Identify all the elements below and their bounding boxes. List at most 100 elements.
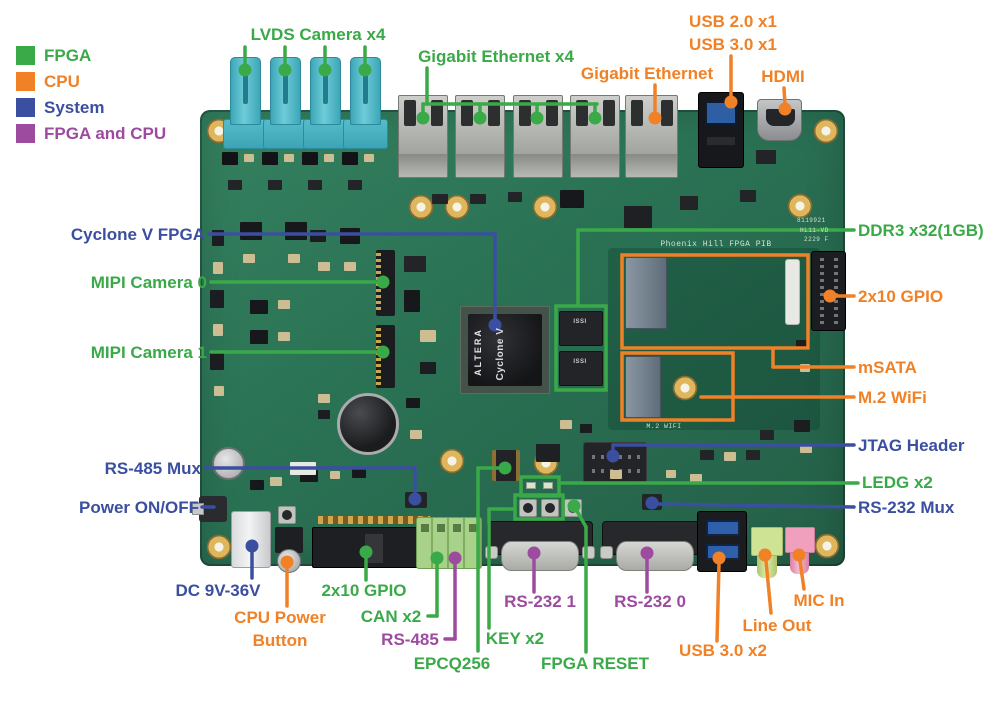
mipi-pins	[376, 253, 381, 313]
lvds-connector	[350, 57, 381, 125]
smd-component	[288, 254, 300, 263]
smd-component	[213, 262, 223, 274]
ethernet-port-tab	[404, 100, 416, 126]
line-out-jack	[751, 527, 783, 556]
mounting-hole	[206, 534, 232, 560]
smd-component	[214, 386, 224, 396]
label-fpga-reset: FPGA RESET	[541, 654, 650, 673]
power-switch-lever	[192, 503, 204, 515]
legend-swatch-system	[16, 98, 35, 117]
legend-swatch-fpga	[16, 46, 35, 65]
legend-item-fpga-and-cpu: FPGA and CPU	[16, 124, 166, 143]
ethernet-port-tab	[546, 100, 558, 126]
smd-component	[290, 462, 316, 475]
rs485-mux-chip	[405, 492, 427, 508]
db9-face	[616, 541, 694, 571]
mounting-hole	[814, 533, 840, 559]
label-dc-9v-36v: DC 9V-36V	[175, 581, 261, 600]
msata-latch	[785, 259, 800, 325]
smd-component	[470, 194, 486, 204]
ethernet-port-tab	[661, 100, 673, 126]
epcq256-chip	[492, 450, 520, 481]
smd-component	[740, 190, 756, 202]
smd-component	[794, 420, 810, 432]
gpio-pin-row	[318, 516, 430, 524]
label-line-out: Line Out	[743, 616, 812, 635]
smd-component	[250, 300, 268, 314]
smd-component	[210, 352, 224, 370]
label-mic-in: MIC In	[794, 591, 845, 610]
smd-component	[508, 192, 522, 202]
gpio-pins	[834, 258, 838, 326]
push-button	[541, 499, 559, 517]
smd-component	[666, 470, 676, 478]
smd-component	[250, 330, 268, 344]
led-green	[543, 482, 553, 489]
led-green	[526, 482, 536, 489]
label-usb-3-0-x2: USB 3.0 x2	[679, 641, 767, 660]
label-mipi-camera-1: MIPI Camera 1	[91, 343, 207, 362]
ethernet-port-lip	[514, 154, 562, 177]
push-button	[278, 506, 296, 524]
lvds-connector-slit	[363, 70, 368, 104]
smd-component	[406, 398, 420, 408]
label-rs-232-mux: RS-232 Mux	[858, 498, 955, 517]
label-power-on-off: Power ON/OFF	[79, 498, 199, 517]
ethernet-port-tab	[488, 100, 500, 126]
legend-item-cpu: CPU	[16, 72, 166, 91]
smd-component	[724, 452, 736, 461]
smd-component	[250, 480, 264, 490]
smd-component	[432, 194, 448, 204]
smd-component	[284, 154, 294, 162]
mounting-hole	[439, 448, 465, 474]
lvds-connector	[230, 57, 261, 125]
ethernet-port-lip	[456, 154, 504, 177]
legend-item-fpga: FPGA	[16, 46, 166, 65]
label-hdmi: HDMI	[761, 67, 804, 86]
capacitor	[212, 447, 245, 480]
smd-component	[228, 180, 242, 190]
label-cyclone-v-fpga: Cyclone V FPGA	[71, 225, 205, 244]
msata-slot	[625, 257, 667, 329]
legend-label-cpu: CPU	[44, 72, 80, 91]
mipi-connector	[376, 250, 395, 316]
label-lvds-camera-x4: LVDS Camera x4	[251, 25, 386, 44]
label-ledg-x2: LEDG x2	[862, 473, 933, 492]
smd-component	[580, 424, 592, 433]
ethernet-port	[455, 95, 505, 178]
lvds-connector	[270, 57, 301, 125]
push-button	[564, 499, 582, 517]
usb-top-slot	[707, 137, 735, 145]
smd-component	[342, 152, 358, 165]
jtag-pins	[592, 455, 640, 459]
ethernet-port-tab	[461, 100, 473, 126]
label-usb-2-0-x1: USB 2.0 x1	[689, 12, 777, 31]
usb-tongue	[706, 544, 740, 560]
smd-component	[756, 150, 776, 164]
smd-component	[285, 222, 307, 240]
mounting-hole	[408, 194, 434, 220]
mipi-pins	[376, 328, 381, 385]
db9-post	[600, 546, 613, 559]
db9-face	[501, 541, 579, 571]
smd-component	[330, 471, 340, 479]
mounting-hole	[787, 193, 813, 219]
smd-component	[222, 152, 238, 165]
smd-component	[800, 444, 812, 453]
label-gigabit-ethernet: Gigabit Ethernet	[581, 64, 714, 83]
mic-in-jack	[785, 527, 815, 553]
label-epcq256: EPCQ256	[414, 654, 491, 673]
ethernet-port-tab	[576, 100, 588, 126]
smd-component	[560, 190, 584, 208]
smd-component	[344, 262, 356, 271]
lvds-connector-slit	[243, 70, 248, 104]
phoenix-screws	[421, 524, 479, 532]
smd-component	[610, 470, 622, 479]
label-rs-485-mux: RS-485 Mux	[105, 459, 202, 478]
label-rs-232-1: RS-232 1	[504, 592, 576, 611]
label-cpu-power: CPU Power	[234, 608, 326, 627]
label-mipi-camera-0: MIPI Camera 0	[91, 273, 207, 292]
label-msata: mSATA	[858, 358, 917, 377]
smd-component	[278, 300, 290, 309]
